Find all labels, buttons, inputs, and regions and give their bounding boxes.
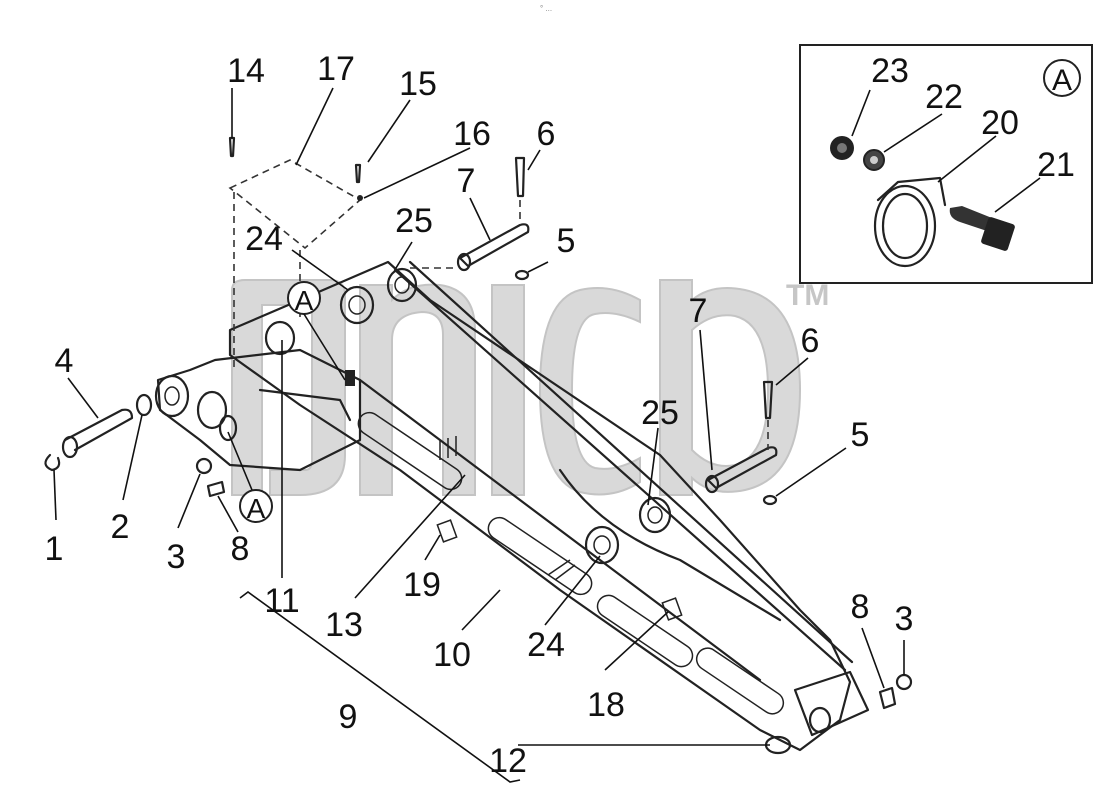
svg-text:A: A — [295, 285, 314, 316]
ring-clamp-icon — [873, 176, 947, 268]
pivot-pin-icon — [61, 408, 134, 459]
callout-16: 16 — [453, 115, 491, 153]
callout-2: 2 — [111, 508, 130, 546]
screw-icon — [354, 163, 362, 184]
grease-fitting-icon — [878, 686, 897, 710]
callout-9: 9 — [339, 698, 358, 736]
callout-3: 3 — [167, 538, 186, 576]
boom-arm — [228, 260, 870, 755]
callout-5-right: 5 — [851, 416, 870, 454]
callout-labels: 14 17 15 16 6 7 25 5 24 4 2 3 8 1 11 13 … — [45, 50, 1075, 780]
callout-3-right: 3 — [895, 600, 914, 638]
callout-7-right: 7 — [689, 292, 708, 330]
bolt-6-icon — [514, 156, 526, 198]
grease-fitting-icon — [206, 480, 226, 498]
callout-1: 1 — [45, 530, 64, 568]
screw-icon — [228, 136, 236, 158]
callout-25: 25 — [395, 202, 433, 240]
callout-21: 21 — [1037, 146, 1075, 184]
grease-cap-icon — [195, 457, 213, 475]
callout-8: 8 — [231, 530, 250, 568]
nut-icon — [830, 136, 854, 160]
callout-25-right: 25 — [641, 394, 679, 432]
callout-14: 14 — [227, 52, 265, 90]
callout-17: 17 — [317, 50, 355, 88]
nut-5-icon — [514, 269, 530, 281]
callout-11: 11 — [264, 582, 299, 620]
callout-20: 20 — [981, 104, 1019, 142]
callout-24: 24 — [245, 220, 283, 258]
callout-15: 15 — [399, 65, 437, 103]
detail-a-frame — [799, 44, 1093, 284]
assembly-bracket — [239, 591, 521, 783]
callout-7: 7 — [457, 162, 476, 200]
callout-6: 6 — [537, 115, 556, 153]
callout-22: 22 — [925, 78, 963, 116]
washer-2-icon — [135, 393, 153, 417]
top-mark: ° ... — [540, 4, 553, 13]
detail-a-marker: A — [1043, 59, 1081, 97]
snap-ring-icon — [44, 453, 61, 472]
callout-19: 19 — [403, 566, 441, 604]
detail-a-letter: A — [1052, 64, 1072, 97]
grease-cap-icon — [895, 673, 913, 691]
detail-marker-upper: A — [287, 281, 321, 316]
bolt-icon — [949, 206, 1015, 251]
callout-13: 13 — [325, 606, 363, 644]
callout-6-right: 6 — [801, 322, 820, 360]
leader-lines — [53, 87, 1041, 746]
watermark-tm: TM — [786, 279, 829, 312]
svg-text:A: A — [247, 493, 266, 524]
lock-washer-icon — [357, 195, 363, 201]
callout-24-lower: 24 — [527, 626, 565, 664]
bolt-6-icon — [762, 380, 774, 420]
callout-18: 18 — [587, 686, 625, 724]
callout-4: 4 — [55, 342, 74, 380]
callout-12: 12 — [489, 742, 527, 780]
washer-icon — [863, 149, 885, 171]
nut-5-icon — [762, 494, 778, 506]
callout-5: 5 — [557, 222, 576, 260]
callout-8-right: 8 — [851, 588, 870, 626]
detail-marker-lower: A — [239, 489, 273, 524]
pivot-bracket — [154, 320, 362, 472]
callout-23: 23 — [871, 52, 909, 90]
callout-10: 10 — [433, 636, 471, 674]
